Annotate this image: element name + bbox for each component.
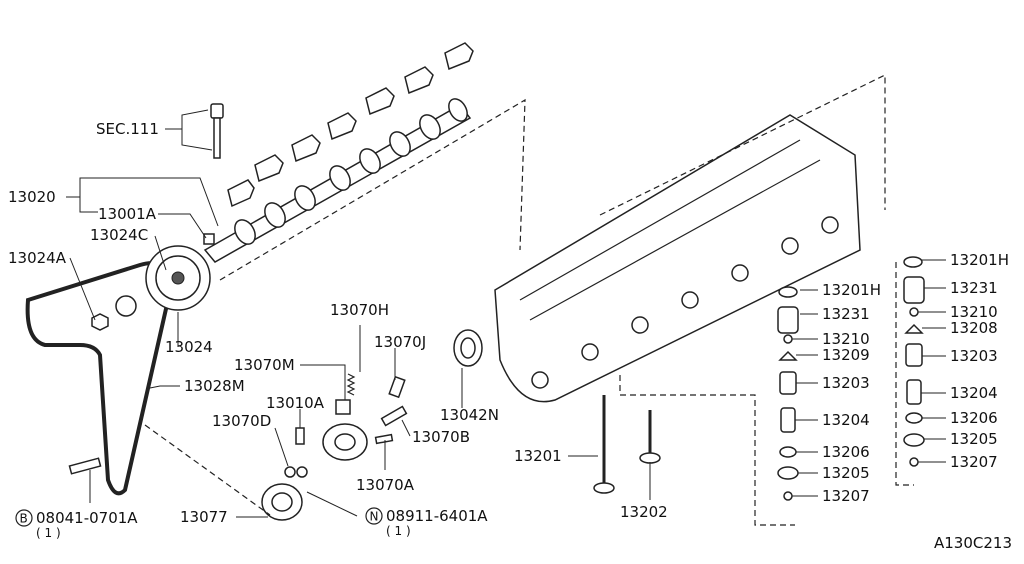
seal-13042n[interactable] xyxy=(453,329,483,367)
label-r-13208[interactable]: 13208 xyxy=(950,319,998,337)
label-mid-13204[interactable]: 13204 xyxy=(822,411,870,429)
label-mid-13210[interactable]: 13210 xyxy=(822,330,870,348)
nut-marker-circle xyxy=(365,507,383,525)
camshaft-bearing-caps xyxy=(227,42,474,208)
label-13024a[interactable]: 13024A xyxy=(8,249,67,267)
label-13070a[interactable]: 13070A xyxy=(356,476,415,494)
bolt-13010a[interactable] xyxy=(295,427,305,445)
label-r-13207[interactable]: 13207 xyxy=(950,453,998,471)
label-mid-13209[interactable]: 13209 xyxy=(822,346,870,364)
label-r-13203[interactable]: 13203 xyxy=(950,347,998,365)
label-r-13231[interactable]: 13231 xyxy=(950,279,998,297)
label-mid-13203[interactable]: 13203 xyxy=(822,374,870,392)
valve-13201[interactable] xyxy=(593,395,615,494)
label-mid-13206[interactable]: 13206 xyxy=(822,443,870,461)
cylinder-head[interactable] xyxy=(494,74,886,526)
label-13024[interactable]: 13024 xyxy=(165,338,213,356)
tensioner-pulley[interactable] xyxy=(322,423,368,461)
idler-pulley[interactable] xyxy=(115,295,137,317)
pin-13070a[interactable] xyxy=(374,433,394,445)
nut-marker: N xyxy=(370,510,379,524)
spring-13070h[interactable] xyxy=(346,373,356,396)
nut-code: 08911-6401A xyxy=(386,507,488,525)
sec111-sensor[interactable] xyxy=(210,103,224,159)
label-13070m[interactable]: 13070M xyxy=(234,356,295,374)
label-sec111[interactable]: SEC.111 xyxy=(96,120,159,138)
label-13001a[interactable]: 13001A xyxy=(98,205,157,223)
nut-callout[interactable]: N 08911-6401A ( 1 ) xyxy=(365,507,488,538)
label-13077[interactable]: 13077 xyxy=(180,508,228,526)
label-13201[interactable]: 13201 xyxy=(514,447,562,465)
sprocket-bolt[interactable] xyxy=(91,313,109,331)
label-13070h[interactable]: 13070H xyxy=(330,301,389,319)
bolt-marker: B xyxy=(20,512,28,526)
cam-lobes xyxy=(234,98,468,245)
label-mid-13207[interactable]: 13207 xyxy=(822,487,870,505)
bolt-marker-circle xyxy=(15,509,33,527)
bolt-08041-0701a[interactable] xyxy=(68,457,102,475)
label-r-13204[interactable]: 13204 xyxy=(950,384,998,402)
label-13070j[interactable]: 13070J xyxy=(374,333,426,351)
stud-13070b[interactable] xyxy=(380,405,408,427)
leader-lines xyxy=(66,109,946,518)
label-13010a[interactable]: 13010A xyxy=(266,394,325,412)
label-13028m[interactable]: 13028M xyxy=(184,377,245,395)
bolt-code: 08041-0701A xyxy=(36,509,138,527)
part-labels: SEC.111 13020 13001A 13024C 13024A 13024… xyxy=(8,120,1012,552)
label-r-13210[interactable]: 13210 xyxy=(950,303,998,321)
label-mid-13231[interactable]: 13231 xyxy=(822,305,870,323)
label-r-13206[interactable]: 13206 xyxy=(950,409,998,427)
bolt-callout[interactable]: B 08041-0701A ( 1 ) xyxy=(15,509,138,540)
timing-belt-group xyxy=(25,233,215,496)
mid-valve-stack xyxy=(777,286,799,501)
label-13020[interactable]: 13020 xyxy=(8,188,56,206)
stud-13070j[interactable] xyxy=(388,375,406,399)
washer-13070d[interactable] xyxy=(284,466,308,478)
label-13070b[interactable]: 13070B xyxy=(412,428,470,446)
bracket-13070m[interactable] xyxy=(335,399,351,415)
idler-13077[interactable] xyxy=(261,483,303,521)
right-valve-stack xyxy=(895,256,925,486)
camshaft-group xyxy=(203,42,526,281)
tensioner-group xyxy=(68,329,483,521)
key-13001a[interactable] xyxy=(203,233,215,245)
bolt-qty: ( 1 ) xyxy=(36,526,61,540)
nut-qty: ( 1 ) xyxy=(386,524,411,538)
label-13070d[interactable]: 13070D xyxy=(212,412,271,430)
label-mid-13205[interactable]: 13205 xyxy=(822,464,870,482)
diagram-id: A130C213 xyxy=(934,534,1012,552)
label-mid-13201h[interactable]: 13201H xyxy=(822,281,881,299)
label-r-13205[interactable]: 13205 xyxy=(950,430,998,448)
label-r-13201h[interactable]: 13201H xyxy=(950,251,1009,269)
camshaft-sprocket[interactable] xyxy=(145,245,211,311)
label-13202[interactable]: 13202 xyxy=(620,503,668,521)
valve-13202[interactable] xyxy=(639,410,661,464)
label-13042n[interactable]: 13042N xyxy=(440,406,499,424)
label-13024c[interactable]: 13024C xyxy=(90,226,148,244)
